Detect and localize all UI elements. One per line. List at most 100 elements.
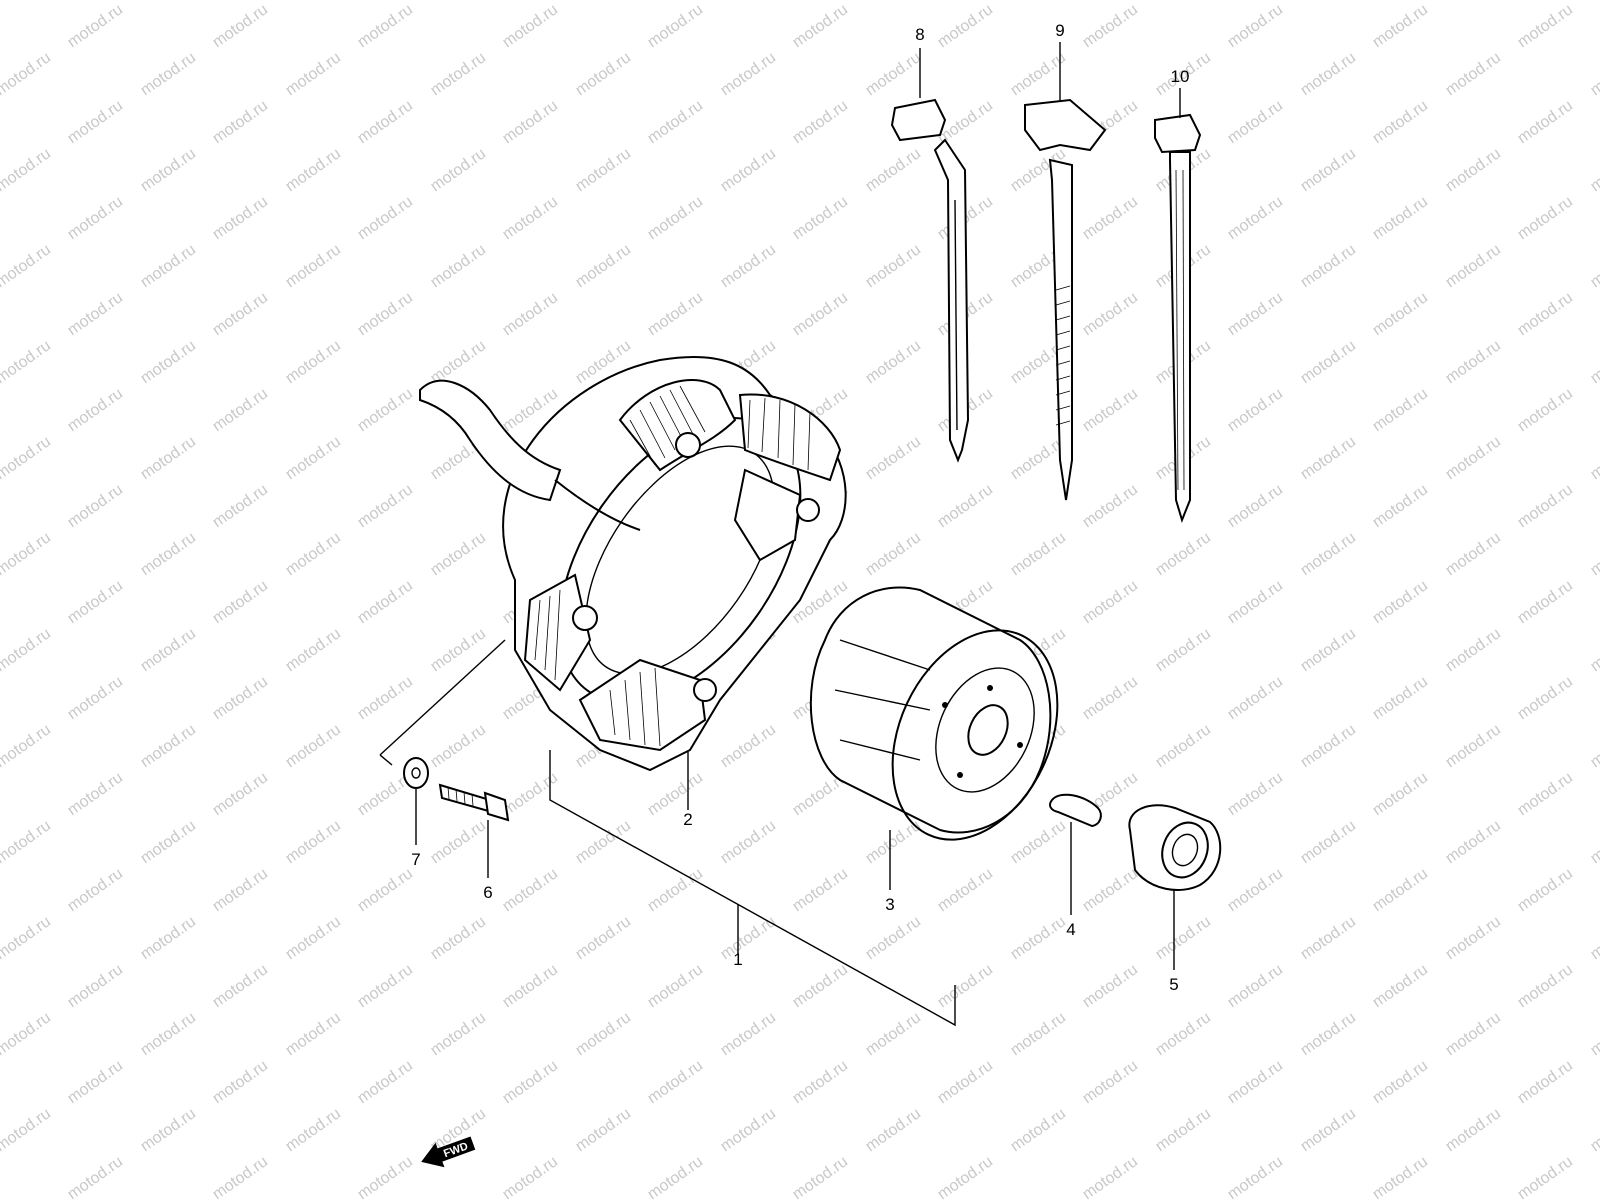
watermark-text: motod.ru — [935, 1153, 996, 1200]
watermark-text: motod.ru — [1008, 913, 1069, 963]
watermark-text: motod.ru — [500, 865, 561, 915]
watermark-text: motod.ru — [573, 1105, 634, 1155]
watermark-text: motod.ru — [1153, 625, 1214, 675]
watermark-text: motod.ru — [1225, 385, 1286, 435]
watermark-text: motod.ru — [1080, 577, 1141, 627]
watermark-text: motod.ru — [210, 193, 271, 243]
watermark-text: motod.ru — [138, 721, 199, 771]
watermark-text: motod.ru — [573, 913, 634, 963]
watermark-text: motod.ru — [1370, 865, 1431, 915]
watermark-text: motod.ru — [1370, 1153, 1431, 1200]
watermark-text: motod.ru — [645, 865, 706, 915]
watermark-text: motod.ru — [500, 289, 561, 339]
watermark-text: motod.ru — [428, 529, 489, 579]
watermark-text: motod.ru — [428, 625, 489, 675]
watermark-text: motod.ru — [355, 673, 416, 723]
watermark-text: motod.ru — [718, 721, 779, 771]
watermark-text: motod.ru — [1515, 289, 1576, 339]
watermark-text: motod.ru — [1225, 673, 1286, 723]
watermark-text: motod.ru — [283, 1009, 344, 1059]
watermark-text: motod.ru — [645, 289, 706, 339]
callout-2: 2 — [683, 810, 692, 829]
watermark-text: motod.ru — [1370, 961, 1431, 1011]
watermark-text: motod.ru — [65, 769, 126, 819]
watermark-text: motod.ru — [65, 865, 126, 915]
watermark-text: motod.ru — [283, 337, 344, 387]
watermark-text: motod.ru — [283, 433, 344, 483]
watermark-text: motod.ru — [355, 481, 416, 531]
watermark-text: motod.ru — [1080, 385, 1141, 435]
watermark-text: motod.ru — [863, 1009, 924, 1059]
watermark-text: motod.ru — [1588, 433, 1600, 483]
watermark-text: motod.ru — [863, 0, 924, 3]
watermark-text: motod.ru — [1370, 481, 1431, 531]
watermark-text: motod.ru — [1080, 1, 1141, 51]
watermark-text: motod.ru — [1370, 1, 1431, 51]
cable-clip-tie — [1024, 98, 1107, 501]
watermark-text: motod.ru — [1298, 529, 1359, 579]
watermark-text: motod.ru — [1370, 289, 1431, 339]
watermark-text: motod.ru — [138, 817, 199, 867]
watermark-text: motod.ru — [1225, 577, 1286, 627]
watermark-text: motod.ru — [65, 577, 126, 627]
watermark-text: motod.ru — [1515, 769, 1576, 819]
watermark-text: motod.ru — [790, 289, 851, 339]
callout-4: 4 — [1066, 920, 1075, 939]
watermark-text: motod.ru — [1225, 193, 1286, 243]
watermark-text: motod.ru — [500, 769, 561, 819]
watermark-text: motod.ru — [790, 1153, 851, 1200]
watermark-text: motod.ru — [1588, 145, 1600, 195]
watermark-text: motod.ru — [1153, 529, 1214, 579]
watermark-text: motod.ru — [573, 49, 634, 99]
watermark-text: motod.ru — [65, 481, 126, 531]
watermark-text: motod.ru — [283, 625, 344, 675]
callout-5: 5 — [1169, 975, 1178, 994]
flywheel-rotor — [809, 586, 1059, 841]
watermark-text: motod.ru — [1515, 577, 1576, 627]
watermark-text: motod.ru — [0, 0, 54, 3]
watermark-text: motod.ru — [500, 1, 561, 51]
watermark-text: motod.ru — [210, 481, 271, 531]
watermark-text: motod.ru — [500, 1057, 561, 1107]
watermark-text: motod.ru — [863, 433, 924, 483]
watermark-text: motod.ru — [863, 241, 924, 291]
watermark-text: motod.ru — [355, 289, 416, 339]
watermark-text: motod.ru — [1588, 529, 1600, 579]
callout-3: 3 — [885, 895, 894, 914]
watermark-text: motod.ru — [645, 97, 706, 147]
watermark-text: motod.ru — [1080, 1153, 1141, 1200]
watermark-text: motod.ru — [0, 625, 54, 675]
watermark-text: motod.ru — [1225, 481, 1286, 531]
watermark-text: motod.ru — [1153, 1009, 1214, 1059]
watermark-text: motod.ru — [0, 817, 54, 867]
watermark-text: motod.ru — [790, 865, 851, 915]
watermark-text: motod.ru — [210, 673, 271, 723]
watermark-text: motod.ru — [718, 145, 779, 195]
watermark-text: motod.ru — [1515, 865, 1576, 915]
watermark-text: motod.ru — [1298, 625, 1359, 675]
watermark-text: motod.ru — [65, 1057, 126, 1107]
watermark-text: motod.ru — [1225, 1153, 1286, 1200]
watermark-text: motod.ru — [428, 913, 489, 963]
watermark-text: motod.ru — [1298, 0, 1359, 3]
watermark-text: motod.ru — [645, 1153, 706, 1200]
watermark-text: motod.ru — [573, 0, 634, 3]
watermark-text: motod.ru — [65, 289, 126, 339]
watermark-text: motod.ru — [573, 145, 634, 195]
leader-lines — [379, 42, 1181, 1027]
watermark-text: motod.ru — [210, 1153, 271, 1200]
watermark-text: motod.ru — [1443, 241, 1504, 291]
cable-clamp-tie — [890, 98, 970, 463]
watermark-text: motod.ru — [1008, 0, 1069, 3]
woodruff-key — [1049, 793, 1102, 828]
watermark-text: motod.ru — [1370, 769, 1431, 819]
watermark-text: motod.ru — [1515, 97, 1576, 147]
watermark-text: motod.ru — [1080, 289, 1141, 339]
watermark-text: motod.ru — [0, 1105, 54, 1155]
watermark-text: motod.ru — [283, 145, 344, 195]
watermark-text: motod.ru — [645, 1057, 706, 1107]
callout-8: 8 — [915, 25, 924, 44]
watermark-text: motod.ru — [283, 721, 344, 771]
watermark-text: motod.ru — [428, 0, 489, 3]
